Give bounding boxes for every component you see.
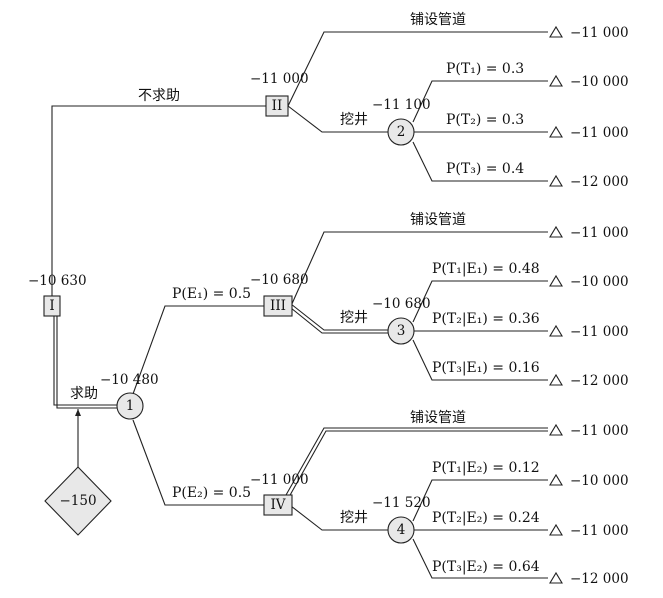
label-well-bot: 挖井 — [340, 510, 368, 526]
terminal-triangle — [549, 74, 563, 87]
label-help: 求助 — [70, 386, 98, 402]
svg-text:IV: IV — [270, 497, 285, 513]
decision-node-IV: IV — [263, 494, 293, 516]
payoff-bot-T1: −10 000 — [570, 473, 629, 489]
chance-node-1: 1 — [116, 392, 144, 420]
prob-T1-E2: P(T₁|E₂) = 0.12 — [432, 460, 540, 476]
svg-text:3: 3 — [397, 323, 406, 339]
prob-T3: P(T₃) = 0.4 — [446, 161, 524, 177]
payoff-mid-T1: −10 000 — [570, 274, 629, 290]
ev-node-I: −10 630 — [28, 273, 87, 289]
terminal-triangle — [549, 174, 563, 187]
payoff-mid-T2: −11 000 — [570, 324, 629, 340]
prob-T2-E2: P(T₂|E₂) = 0.24 — [432, 510, 540, 526]
branch-E1: P(E₁) = 0.5 — [132, 286, 264, 395]
payoff-mid-pipe: −11 000 — [570, 225, 629, 241]
arrowhead — [75, 409, 81, 416]
decision-node-I: I — [43, 295, 61, 317]
ev-node-2: −11 100 — [372, 97, 431, 113]
svg-text:2: 2 — [397, 124, 406, 140]
subtree-III: 铺设管道 挖井 P(T₁|E₁) = 0.48 P(T₂|E₁) = 0.36 … — [290, 212, 548, 381]
terminal-triangle — [549, 523, 563, 536]
terminals-bot: −11 000 −10 000 −11 000 −12 000 — [549, 423, 629, 587]
svg-text:1: 1 — [126, 398, 135, 414]
decision-node-II: II — [265, 95, 289, 117]
terminal-triangle — [549, 125, 563, 138]
prob-E1: P(E₁) = 0.5 — [172, 286, 251, 302]
ev-node-II: −11 000 — [250, 71, 309, 87]
subtree-IV: 铺设管道 挖井 P(T₁|E₂) = 0.12 P(T₂|E₂) = 0.24 … — [285, 410, 548, 579]
chance-node-3: 3 — [387, 317, 415, 345]
payoff-bot-pipe: −11 000 — [570, 423, 629, 439]
ev-node-III: −10 680 — [250, 272, 309, 288]
label-no-help: 不求助 — [138, 88, 180, 104]
branch-no-help: 不求助 — [51, 88, 266, 303]
payoff-top-pipe: −11 000 — [570, 25, 629, 41]
terminals-mid: −11 000 −10 000 −11 000 −12 000 — [549, 225, 629, 389]
terminals-top: −11 000 −10 000 −11 000 −12 000 — [549, 25, 629, 190]
terminal-triangle — [549, 473, 563, 486]
terminal-triangle — [549, 324, 563, 337]
terminal-triangle — [549, 423, 563, 436]
cost-diamond-node: −150 — [44, 466, 112, 536]
label-well-mid: 挖井 — [340, 310, 368, 326]
prob-T3-E1: P(T₃|E₁) = 0.16 — [432, 360, 540, 376]
payoff-mid-T3: −12 000 — [570, 373, 629, 389]
terminal-triangle — [549, 571, 563, 584]
label-pipe-mid: 铺设管道 — [410, 212, 466, 228]
ev-node-IV: −11 000 — [250, 472, 309, 488]
ev-node-4: −11 520 — [372, 495, 431, 511]
svg-text:I: I — [49, 298, 54, 314]
chance-node-2: 2 — [387, 118, 415, 146]
payoff-bot-T3: −12 000 — [570, 571, 629, 587]
label-well-top: 挖井 — [340, 112, 368, 128]
payoff-top-T1: −10 000 — [570, 74, 629, 90]
svg-text:II: II — [272, 98, 283, 114]
branch-help: 求助 — [53, 316, 117, 473]
prob-T1: P(T₁) = 0.3 — [446, 61, 524, 77]
chance-node-4: 4 — [387, 516, 415, 544]
svg-text:−150: −150 — [59, 493, 96, 509]
svg-text:4: 4 — [397, 522, 406, 538]
terminal-triangle — [549, 274, 563, 287]
ev-node-1: −10 480 — [100, 372, 159, 388]
payoff-top-T2: −11 000 — [570, 125, 629, 141]
prob-T3-E2: P(T₃|E₂) = 0.64 — [432, 559, 540, 575]
svg-text:III: III — [270, 298, 286, 314]
payoff-bot-T2: −11 000 — [570, 523, 629, 539]
prob-T2: P(T₂) = 0.3 — [446, 112, 524, 128]
prob-E2: P(E₂) = 0.5 — [172, 485, 251, 501]
prob-T1-E1: P(T₁|E₁) = 0.48 — [432, 261, 540, 277]
terminal-triangle — [549, 25, 563, 38]
label-pipe-bot: 铺设管道 — [410, 410, 466, 426]
prob-T2-E1: P(T₂|E₁) = 0.36 — [432, 311, 540, 327]
terminal-triangle — [549, 225, 563, 238]
subtree-II: 铺设管道 挖井 P(T₁) = 0.3 P(T₂) = 0.3 P(T₃) = … — [287, 12, 548, 182]
payoff-top-T3: −12 000 — [570, 174, 629, 190]
branch-E2: P(E₂) = 0.5 — [132, 419, 264, 506]
ev-node-3: −10 680 — [372, 296, 431, 312]
decision-node-III: III — [263, 295, 293, 317]
terminal-triangle — [549, 373, 563, 386]
label-pipe-top: 铺设管道 — [410, 12, 466, 28]
